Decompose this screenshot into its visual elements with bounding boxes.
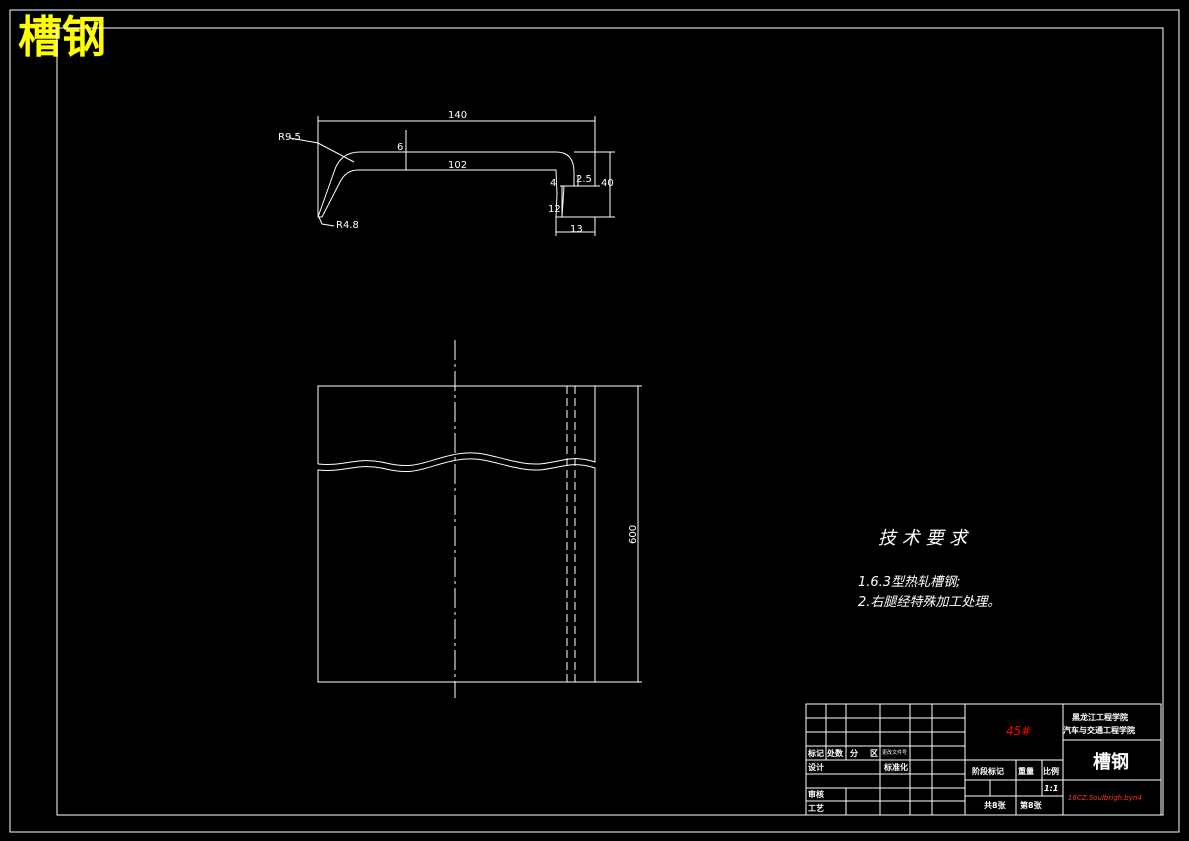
school-2: 汽车与交通工程学院 [1063,725,1135,735]
label-sheet: 第8张 [1020,800,1043,810]
dim-2-5: 2.5 [576,174,592,185]
section-view [289,116,615,236]
dim-140: 140 [448,110,467,121]
label-biaoji: 标记 [807,748,824,758]
dim-r4-8: R4.8 [336,220,359,231]
scale-value: 1:1 [1044,784,1058,793]
inner-frame [56,27,1164,816]
tech-item-1: 1.6.3型热轧槽钢; [858,575,960,590]
title-block [805,703,1162,816]
front-view-top-part [317,385,596,467]
label-stage: 阶段标记 [972,766,1004,776]
label-change-doc: 更改文件号 [882,749,907,756]
watermark: 16CZ.Soulbrigh.byn4 [1068,794,1142,802]
label-fen: 分 [850,748,858,758]
drawing-title: 槽钢 [18,12,106,63]
label-design: 设计 [808,762,824,772]
label-chushu: 处数 [826,748,844,758]
label-weight: 重量 [1018,766,1034,776]
label-craft: 工艺 [808,803,824,813]
label-review: 审核 [808,789,824,799]
label-scale: 比例 [1043,766,1059,776]
tech-heading: 技 术 要 求 [878,528,969,549]
tech-item-2: 2.右腿经特殊加工处理。 [858,595,1000,610]
front-view [317,340,642,698]
dim-102: 102 [448,160,467,171]
outer-frame [9,9,1180,833]
dim-6: 6 [397,142,403,153]
dim-4: 4 [550,178,556,189]
dim-r9-5: R9.5 [278,132,301,143]
label-total: 共8张 [984,800,1007,810]
part-name: 槽钢 [1093,751,1129,773]
material: 45# [1006,724,1031,738]
dim-40: 40 [601,178,614,189]
front-view-bottom-part [317,458,596,683]
dim-13: 13 [570,224,583,235]
dim-12: 12 [548,204,561,215]
label-standard: 标准化 [883,762,908,772]
school-1: 黑龙江工程学院 [1072,712,1128,722]
label-qu: 区 [870,749,878,758]
channel-profile [317,151,575,218]
dim-600: 600 [628,525,639,544]
